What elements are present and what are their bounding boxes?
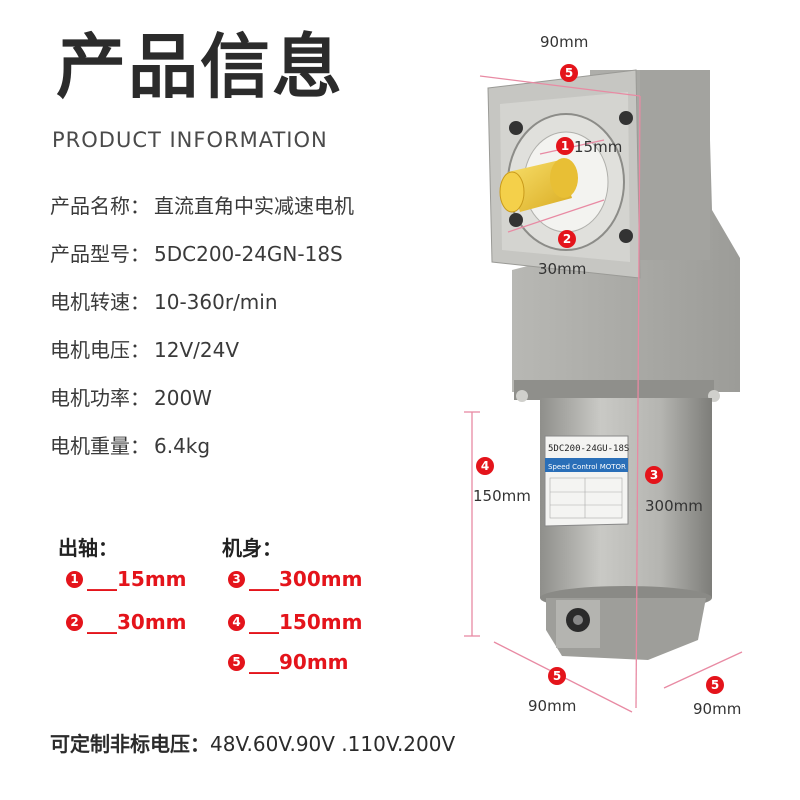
dim-text: ___15mm xyxy=(87,567,187,591)
annotation-badge-1: 1 xyxy=(556,137,574,155)
dim-text: ___300mm xyxy=(249,567,363,591)
spec-label: 产品名称： xyxy=(50,194,150,218)
spec-label: 电机功率： xyxy=(50,386,150,410)
spec-list: 产品名称：直流直角中实减速电机 产品型号：5DC200-24GN-18S 电机转… xyxy=(50,194,354,482)
annotation-badge-4: 4 xyxy=(476,457,494,475)
label-bottom-width-front: 90mm xyxy=(528,697,577,715)
spec-value: 直流直角中实减速电机 xyxy=(154,194,354,218)
spec-row-speed: 电机转速：10-360r/min xyxy=(50,290,354,338)
label-top-width: 90mm xyxy=(540,33,589,51)
nameplate-brand: Speed Control MOTOR xyxy=(548,463,626,471)
spec-row-weight: 电机重量：6.4kg xyxy=(50,434,354,482)
bolt-icon xyxy=(619,111,633,125)
annotation-badge-2: 2 xyxy=(558,230,576,248)
custom-voltage-note: 可定制非标电压：48V.60V.90V .110V.200V xyxy=(50,728,455,757)
annotation-badge-5: 5 xyxy=(560,64,578,82)
number-badge: 2 xyxy=(66,613,83,631)
label-shaft-length: 30mm xyxy=(538,260,587,278)
label-bottom-width-side: 90mm xyxy=(693,700,742,718)
spec-label: 电机电压： xyxy=(50,338,150,362)
custom-voltage-label: 可定制非标电压： xyxy=(50,732,210,756)
body-dim-item: 4 ___150mm xyxy=(228,609,362,635)
body-dim-item: 5 ___90mm xyxy=(228,649,349,675)
shaft-dim-item: 1 ___15mm xyxy=(66,566,187,592)
annotation-badge-5: 5 xyxy=(548,667,566,685)
page-title: 产品信息 xyxy=(56,26,344,108)
number-badge: 5 xyxy=(228,653,245,671)
dimension-lines xyxy=(464,75,743,713)
label-body-diameter: 150mm xyxy=(473,487,531,505)
dim-text: ___150mm xyxy=(249,610,363,634)
spec-value: 10-360r/min xyxy=(154,290,278,314)
bolt-icon xyxy=(619,229,633,243)
spec-row-model: 产品型号：5DC200-24GN-18S xyxy=(50,242,354,290)
gearbox-side xyxy=(640,70,710,260)
spec-row-name: 产品名称：直流直角中实减速电机 xyxy=(50,194,354,242)
annotation-badge-3: 3 xyxy=(645,466,663,484)
shaft-dim-item: 2 ___30mm xyxy=(66,609,187,635)
body-dimensions-heading: 机身： xyxy=(222,536,282,560)
spec-label: 产品型号： xyxy=(50,242,150,266)
page-subtitle: PRODUCT INFORMATION xyxy=(52,128,328,152)
spec-value: 5DC200-24GN-18S xyxy=(154,242,343,266)
spec-value: 6.4kg xyxy=(154,434,211,458)
custom-voltage-value: 48V.60V.90V .110V.200V xyxy=(210,732,456,756)
label-total-height: 300mm xyxy=(645,497,703,515)
spec-label: 电机转速： xyxy=(50,290,150,314)
annotation-badge-5: 5 xyxy=(706,676,724,694)
number-badge: 4 xyxy=(228,613,245,631)
spec-row-voltage: 电机电压：12V/24V xyxy=(50,338,354,386)
number-badge: 1 xyxy=(66,570,83,588)
shaft-dimensions-heading: 出轴： xyxy=(58,536,118,560)
label-shaft-diameter: 15mm xyxy=(574,138,623,156)
dim-text: ___30mm xyxy=(87,610,187,634)
motor-neck xyxy=(514,380,714,400)
nameplate-model: 5DC200-24GU-18S xyxy=(548,444,629,454)
dim-text: ___90mm xyxy=(249,650,349,674)
spec-row-power: 电机功率：200W xyxy=(50,386,354,434)
spec-label: 电机重量： xyxy=(50,434,150,458)
spec-value: 12V/24V xyxy=(154,338,239,362)
number-badge: 3 xyxy=(228,570,245,588)
spec-value: 200W xyxy=(154,386,212,410)
bolt-icon xyxy=(509,213,523,227)
body-dim-item: 3 ___300mm xyxy=(228,566,362,592)
bolt-icon xyxy=(509,121,523,135)
